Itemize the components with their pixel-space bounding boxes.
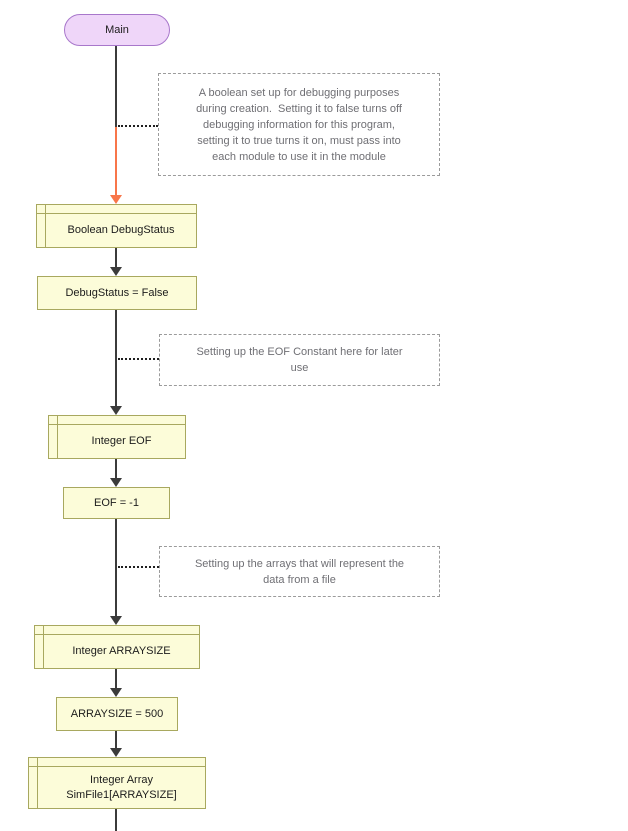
arrow-down-icon	[110, 688, 122, 697]
flow-line-7[interactable]	[115, 731, 117, 748]
node-declare-debugstatus[interactable]: Boolean DebugStatus	[36, 204, 197, 248]
flow-line-5[interactable]	[115, 519, 117, 616]
flow-line-1[interactable]	[115, 46, 117, 127]
main-terminal-node[interactable]: Main	[64, 14, 170, 46]
node-declare-eof[interactable]: Integer EOF	[48, 415, 186, 459]
arrow-down-icon	[110, 267, 122, 276]
comment-dotted-link-1	[118, 125, 158, 127]
flow-line-2[interactable]	[115, 248, 117, 267]
node-label: Boolean DebugStatus	[67, 224, 175, 236]
node-declare-simfile1-array[interactable]: Integer Array SimFile1[ARRAYSIZE]	[28, 757, 206, 809]
flow-line-4[interactable]	[115, 459, 117, 478]
comment-dotted-link-2	[118, 358, 159, 360]
arrow-down-icon	[110, 478, 122, 487]
flow-line-8[interactable]	[115, 809, 117, 831]
flow-line-6[interactable]	[115, 669, 117, 688]
arrow-down-icon-selected	[110, 195, 122, 204]
comment-box-eof-constant[interactable]: Setting up the EOF Constant here for lat…	[159, 334, 440, 386]
node-label: DebugStatus = False	[65, 286, 169, 299]
main-terminal-label: Main	[105, 24, 129, 36]
node-assign-debugstatus[interactable]: DebugStatus = False	[37, 276, 197, 310]
comment-dotted-link-3	[118, 566, 159, 568]
arrow-down-icon	[110, 406, 122, 415]
arrow-down-icon	[110, 748, 122, 757]
flow-line-3[interactable]	[115, 310, 117, 406]
comment-box-arrays[interactable]: Setting up the arrays that will represen…	[159, 546, 440, 597]
node-label: EOF = -1	[94, 496, 139, 509]
comment-box-debug-boolean[interactable]: A boolean set up for debugging purposes …	[158, 73, 440, 176]
node-label: ARRAYSIZE = 500	[70, 707, 164, 720]
node-assign-eof[interactable]: EOF = -1	[63, 487, 170, 519]
comment-text: Setting up the arrays that will represen…	[194, 557, 405, 586]
flow-line-1-selected-segment[interactable]	[115, 127, 117, 195]
arrow-down-icon	[110, 616, 122, 625]
node-declare-arraysize[interactable]: Integer ARRAYSIZE	[34, 625, 200, 669]
comment-text: Setting up the EOF Constant here for lat…	[196, 346, 403, 374]
node-assign-arraysize[interactable]: ARRAYSIZE = 500	[56, 697, 178, 731]
comment-text: A boolean set up for debugging purposes …	[196, 86, 402, 163]
node-label: Integer Array SimFile1[ARRAYSIZE]	[66, 773, 177, 801]
node-label: Integer EOF	[91, 435, 152, 447]
node-label: Integer ARRAYSIZE	[72, 645, 171, 657]
